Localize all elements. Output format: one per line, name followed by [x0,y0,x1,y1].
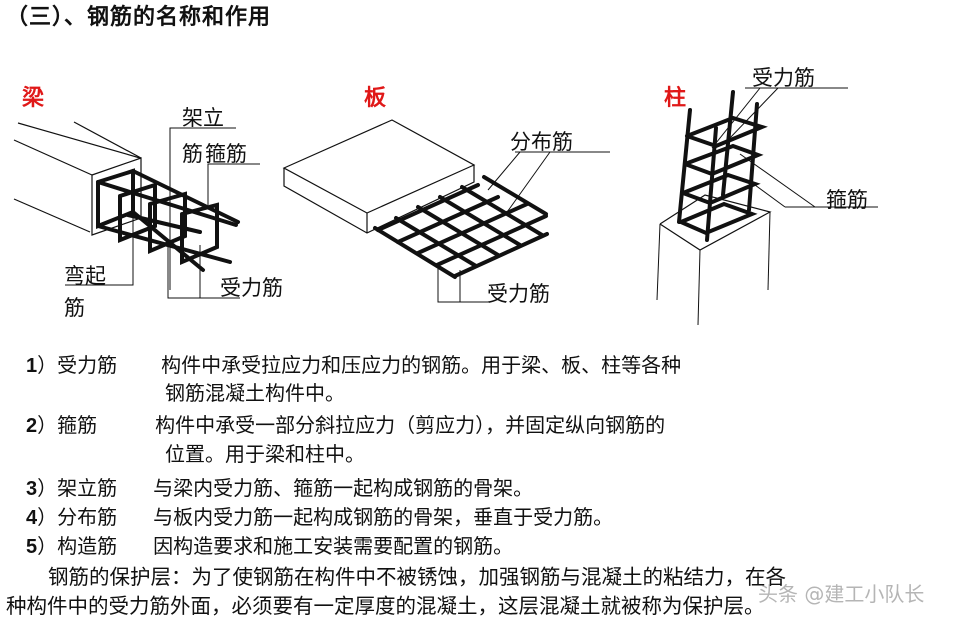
item-number: 2 [26,415,38,437]
item-paren: ） [37,476,58,500]
protective-layer-line-1: 钢筋的保护层：为了使钢筋在构件中不被锈蚀，加强钢筋与混凝土的粘结力，在各 [48,565,786,589]
column-label: 柱 [664,85,687,111]
beam-bent-bar-label-2: 筋 [64,296,85,320]
rebar-illustrations [13,87,878,326]
item-term: 分布筋 [57,505,118,529]
item-number: 3 [26,478,38,500]
column-main-bar-label: 受力筋 [752,66,815,90]
item-number: 4 [26,507,38,529]
list-item-1-cont: 钢筋混凝土构件中。 [165,381,345,405]
item-paren: ） [37,413,58,437]
slab-label: 板 [364,85,387,111]
beam-erection-bar-label-1: 架立 [182,106,224,130]
item-desc-line-1: 与梁内受力筋、箍筋一起构成钢筋的骨架。 [153,476,534,500]
item-paren: ） [37,505,58,529]
item-term: 受力筋 [57,353,118,377]
item-number: 1 [26,355,38,377]
column-diagram [656,87,878,326]
item-term: 构造筋 [57,534,118,558]
watermark: 头条 @建工小队长 [758,582,925,606]
protective-layer-line-2: 种构件中的受力筋外面，必须要有一定厚度的混凝土，这层混凝土就被称为保护层。 [6,594,765,618]
list-item-4: 4）分布筋 与板内受力筋一起构成钢筋的骨架，垂直于受力筋。 [26,503,613,532]
item-desc-line-1: 构件中承受拉应力和压应力的钢筋。用于梁、板、柱等各种 [161,353,682,377]
item-number: 5 [26,536,38,558]
beam-main-bar-label: 受力筋 [220,276,283,300]
page-title: （三）、钢筋的名称和作用 [6,4,272,30]
item-paren: ） [37,353,58,377]
beam-diagram [13,121,260,299]
list-item-1: 1）受力筋 构件中承受拉应力和压应力的钢筋。用于梁、板、柱等各种 [26,351,681,380]
list-item-2-cont: 位置。用于梁和柱中。 [165,442,365,466]
beam-bent-bar-label-1: 弯起 [64,264,106,288]
beam-stirrup-label: 箍筋 [205,142,247,166]
list-item-5: 5）构造筋 因构造要求和施工安装需要配置的钢筋。 [26,532,513,561]
column-stirrup-label: 箍筋 [826,188,868,212]
item-paren: ） [37,534,58,558]
beam-label: 梁 [22,85,45,111]
slab-main-bar-label: 受力筋 [487,282,550,306]
item-desc-line-1: 与板内受力筋一起构成钢筋的骨架，垂直于受力筋。 [153,505,614,529]
slab-distribution-bar-label: 分布筋 [510,130,573,154]
beam-erection-bar-label-2: 筋 [182,142,203,166]
slab-diagram [282,119,610,303]
list-item-3: 3）架立筋 与梁内受力筋、箍筋一起构成钢筋的骨架。 [26,474,533,503]
list-item-2: 2）箍筋 构件中承受一部分斜拉应力（剪应力），并固定纵向钢筋的 [26,411,665,440]
item-desc-line-1: 因构造要求和施工安装需要配置的钢筋。 [153,534,514,558]
item-term: 架立筋 [57,476,118,500]
item-desc-line-1: 构件中承受一部分斜拉应力（剪应力），并固定纵向钢筋的 [155,413,666,437]
item-term: 箍筋 [57,413,98,437]
